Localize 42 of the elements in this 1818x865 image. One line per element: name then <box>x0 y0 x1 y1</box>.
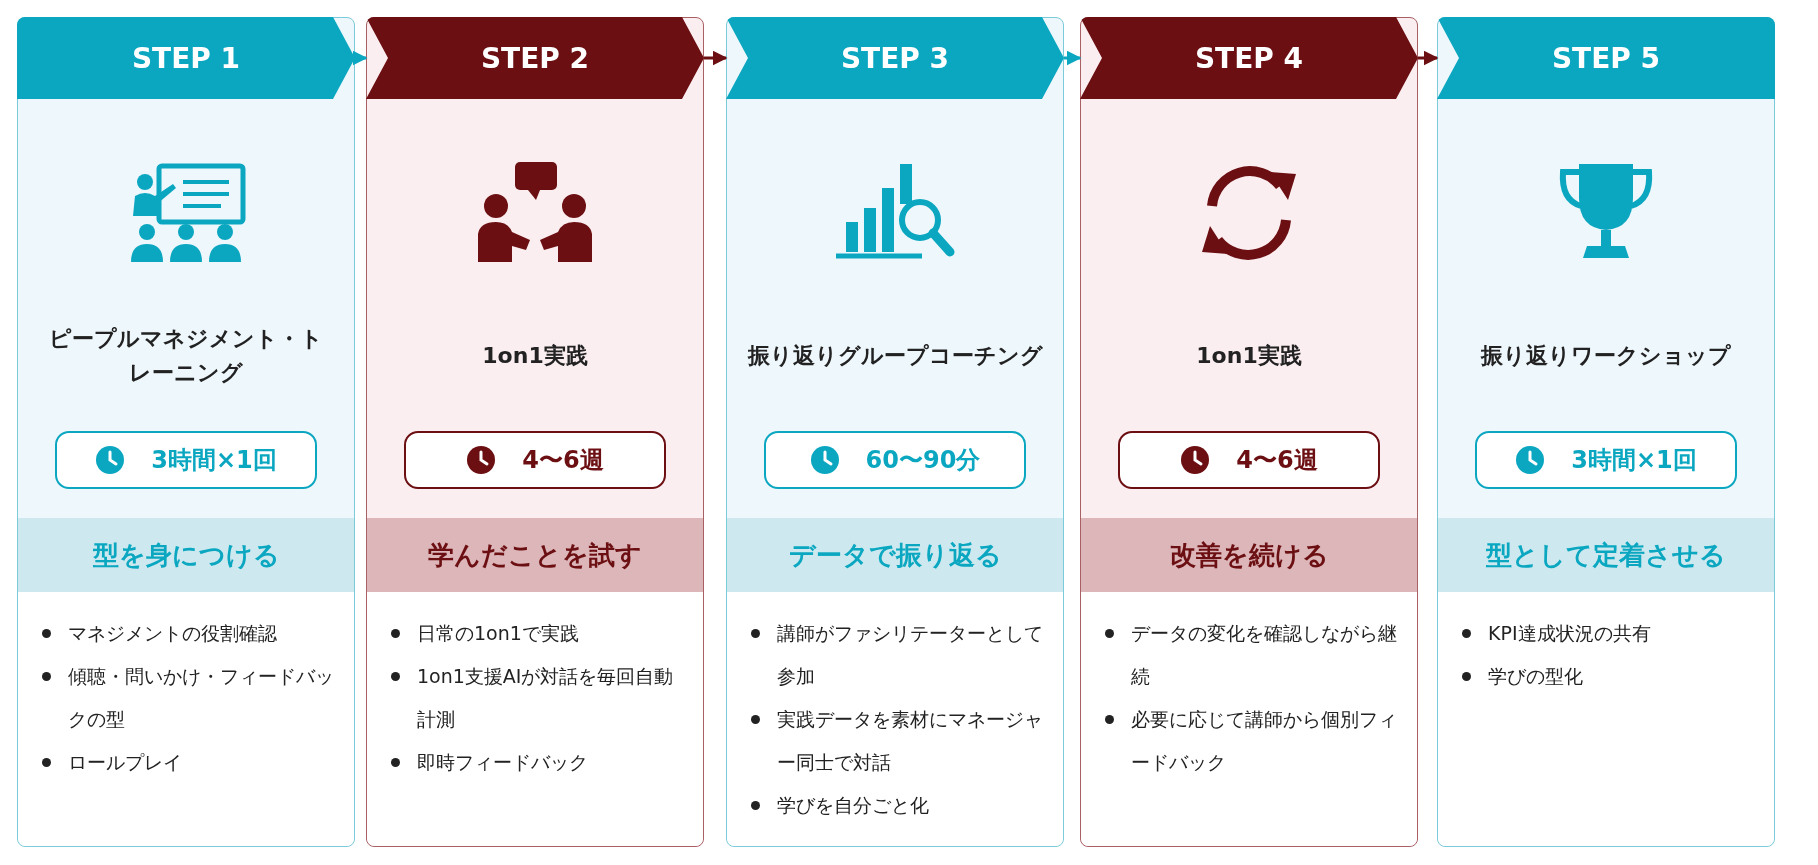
arrow <box>352 50 368 66</box>
step-card <box>17 17 355 847</box>
step-title: 振り返りワークショップ <box>1481 341 1731 370</box>
subtitle-band: データで振り返る <box>727 518 1063 592</box>
duration-text: 4〜6週 <box>1236 445 1318 476</box>
duration-text: 3時間×1回 <box>1571 445 1697 476</box>
bullet-text: 講師がファシリテーターとして参加 <box>777 621 1044 689</box>
duration-text: 60〜90分 <box>865 445 981 476</box>
step-header: STEP 5 <box>1437 17 1775 99</box>
bullet-text: 必要に応じて講師から個別フィードバック <box>1131 707 1398 775</box>
bullet-text: 学びを自分ごと化 <box>777 793 930 818</box>
arrow <box>704 50 728 66</box>
step-title: 振り返りグループコーチング <box>747 341 1043 370</box>
step-header: STEP 1 <box>17 17 355 99</box>
arrow <box>1064 50 1082 66</box>
step-card <box>1080 17 1418 847</box>
bullet-text: 日常の1on1で実践 <box>417 621 580 646</box>
step-header: STEP 4 <box>1080 17 1418 99</box>
step-title: ピープルマネジメント・トレーニング <box>48 324 324 387</box>
bullet-text: 学びの型化 <box>1488 664 1584 689</box>
bullet-text: 即時フィードバック <box>417 750 589 775</box>
subtitle-band: 型として定着させる <box>1438 518 1774 592</box>
step-title: 1on1実践 <box>482 341 588 370</box>
step-header: STEP 3 <box>726 17 1064 99</box>
subtitle-band: 型を身につける <box>18 518 354 592</box>
step-card <box>1437 17 1775 847</box>
bullet-text: 傾聴・問いかけ・フィードバックの型 <box>68 664 335 732</box>
step-header: STEP 2 <box>366 17 704 99</box>
bullet-text: マネジメントの役割確認 <box>68 621 278 646</box>
arrow <box>1418 50 1439 66</box>
bullet-text: ロールプレイ <box>68 750 183 775</box>
bullet-text: KPI達成状況の共有 <box>1488 621 1652 646</box>
duration-text: 4〜6週 <box>522 445 604 476</box>
subtitle-band: 改善を続ける <box>1081 518 1417 592</box>
step-card <box>726 17 1064 847</box>
bullet-text: 実践データを素材にマネージャー同士で対話 <box>777 707 1044 775</box>
step-title: 1on1実践 <box>1196 341 1302 370</box>
step-card <box>366 17 704 847</box>
subtitle-band: 学んだことを試す <box>367 518 703 592</box>
bullet-text: データの変化を確認しながら継続 <box>1131 621 1398 689</box>
duration-text: 3時間×1回 <box>151 445 277 476</box>
bullet-text: 1on1支援AIが対話を毎回自動計測 <box>417 664 675 732</box>
